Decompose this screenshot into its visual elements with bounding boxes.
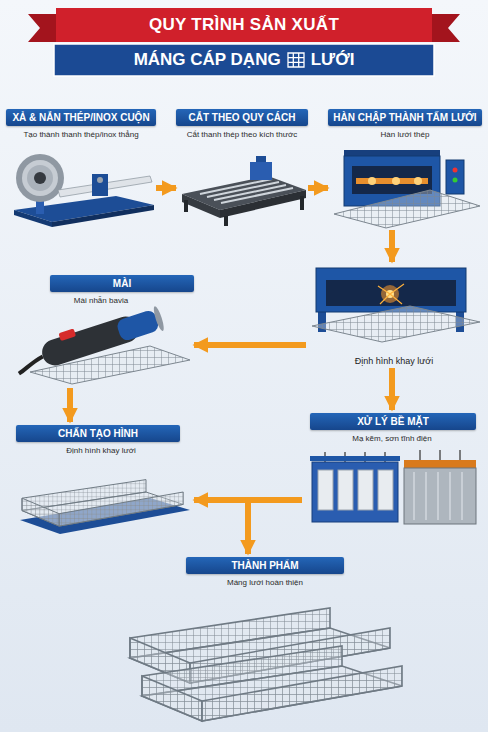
subtitle-band: MÁNG CÁP DẠNG LƯỚI	[54, 44, 434, 76]
flow-arrow	[67, 388, 73, 422]
cutting-table	[182, 156, 306, 226]
step-text: THÀNH PHẨM Máng lưới hoàn thiện	[120, 557, 410, 587]
flow-arrow	[389, 230, 395, 262]
step-heading: THÀNH PHẨM	[186, 557, 344, 574]
step-heading: XẢ & NẮN THÉP/INOX CUỘN	[6, 109, 156, 126]
process-step: HÀN CHẬP THÀNH TẤM LƯỚI Hàn lưới thép	[328, 106, 482, 230]
title-text: QUY TRÌNH SẢN XUẤT	[56, 8, 432, 42]
step-description: Mài nhẵn bavia	[8, 296, 194, 305]
flow-arrow	[248, 500, 302, 554]
flow-arrow	[389, 368, 395, 410]
step-heading: CHẤN TẠO HÌNH	[16, 425, 180, 442]
step-text: HÀN CHẬP THÀNH TẤM LƯỚI Hàn lưới thép	[328, 109, 482, 139]
flow-arrow	[156, 185, 176, 191]
step-heading: XỬ LÝ BỀ MẶT	[310, 413, 476, 430]
subtitle-text: LƯỚI	[311, 50, 355, 70]
step-text: CẮT THEO QUY CÁCH Cắt thanh thép theo kíc…	[176, 109, 308, 139]
process-step: CHẤN TẠO HÌNH Định hình khay lưới	[8, 422, 194, 538]
cable-tray	[20, 480, 190, 534]
step-heading: HÀN CHẬP THÀNH TẤM LƯỚI	[328, 109, 482, 126]
plating-tanks	[310, 450, 476, 524]
finished-trays	[130, 608, 402, 721]
step-description: Hàn lưới thép	[328, 130, 482, 139]
process-step: CẮT THEO QUY CÁCH Cắt thanh thép theo kíc…	[176, 106, 308, 230]
process-step: MÀI Mài nhẵn bavia	[8, 272, 194, 388]
decoiler-machine	[14, 154, 154, 227]
step-heading: MÀI	[50, 275, 194, 292]
step-text: XẢ & NẮN THÉP/INOX CUỘN Tạo thành thanh t…	[6, 109, 156, 139]
welding-machine	[334, 150, 480, 228]
flow-arrow	[308, 185, 328, 191]
step-heading: CẮT THEO QUY CÁCH	[176, 109, 308, 126]
title-ribbon	[28, 8, 460, 76]
step-description: Định hình khay lưới	[8, 446, 194, 455]
step-description: Tạo thành thanh thép/inox thẳng	[6, 130, 156, 139]
step-description: Mạ kẽm, sơn tĩnh điện	[302, 434, 482, 443]
process-step: XỬ LÝ BỀ MẶT Mạ kẽm, sơn tĩnh điện	[302, 410, 482, 534]
grid-icon	[287, 52, 305, 68]
grinder-tool	[11, 302, 190, 384]
flow-arrow	[194, 342, 306, 348]
subtitle-text: MÁNG CÁP DẠNG	[134, 50, 281, 70]
step-description: Máng lưới hoàn thiện	[120, 578, 410, 587]
process-step: XẢ & NẮN THÉP/INOX CUỘN Tạo thành thanh t…	[6, 106, 156, 230]
forming-machine	[312, 268, 480, 342]
step-text: Định hình khay lưới	[306, 356, 482, 366]
step-text: CHẤN TẠO HÌNH Định hình khay lưới	[8, 425, 194, 455]
process-step: Định hình khay lưới	[306, 262, 482, 368]
process-step: THÀNH PHẨM Máng lưới hoàn thiện	[120, 554, 410, 724]
step-description: Cắt thanh thép theo kích thước	[176, 130, 308, 139]
step-caption: Định hình khay lưới	[306, 356, 482, 366]
step-text: MÀI Mài nhẵn bavia	[8, 275, 194, 305]
step-text: XỬ LÝ BỀ MẶT Mạ kẽm, sơn tĩnh điện	[302, 413, 482, 443]
